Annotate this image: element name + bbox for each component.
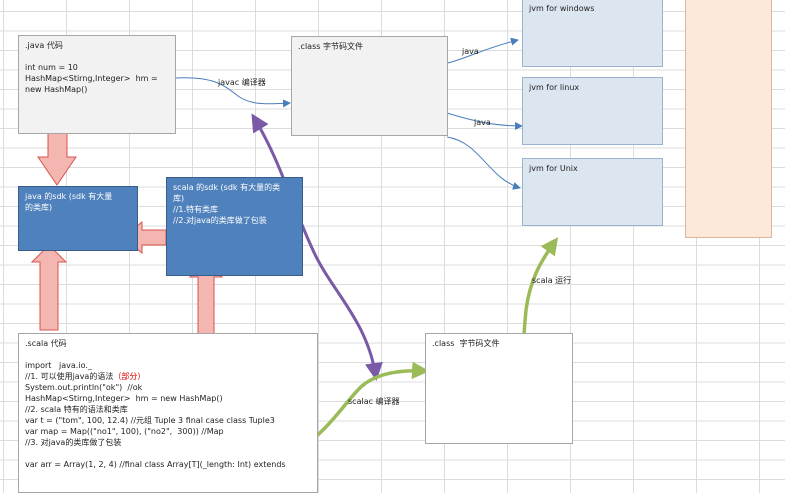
scalac-green-arrow [295,361,430,454]
scala-to-java-sdk-block-arrow [30,244,68,331]
jvm-windows-box: jvm for windows [522,0,663,67]
scala-sdk-text: //2.对java的类库做了包装 [173,216,267,225]
class-file-title: .class 字节码文件 [298,42,363,51]
javac-label: javac 编译器 [218,78,266,87]
java-sdk-box: java 的sdk (sdk 有大量 的类库) [18,186,138,251]
scala-sdk-text: scala 的sdk (sdk 有大量的类 [173,183,281,192]
scala-code-line: import java.io._ [25,361,92,370]
jvm-unix-box: jvm for Unix [522,158,663,226]
java-to-unix-connector [446,136,521,190]
javac-connector [174,77,291,108]
scala-code-line1-text: //1. 可以使用java的语法 [25,372,114,381]
scala-code-title: .scala 代码 [25,339,67,348]
scala-code-line1-highlight: （部分） [113,372,146,381]
class-file-bottom-title: .class 字节码文件 [432,339,500,348]
scala-code-line: HashMap<Stirng,Integer> hm = new HashMap… [25,394,223,403]
scala-sdk-box: scala 的sdk (sdk 有大量的类 库) //1.特有类库 //2.对j… [166,177,303,276]
scala-sdk-text: //1.特有类库 [173,205,219,214]
java-code-line: int num = 10 [25,63,78,72]
java-sdk-text: java 的sdk (sdk 有大量 [25,192,113,201]
jvm-windows-title: jvm for windows [529,4,595,13]
class-file-box-top: .class 字节码文件 [291,36,448,136]
class-file-box-bottom: .class 字节码文件 [425,333,573,444]
scala-code-line-clipped: var arr = Array(1, 2, 4) //final class A… [25,460,286,469]
java-code-line: new HashMap() [25,85,88,94]
scala-code-line: //3. 对java的类库做了包装 [25,438,122,447]
jvm-unix-title: jvm for Unix [529,164,578,173]
java-label-top: java [462,47,479,56]
scala-code-line: System.out.println("ok") //ok [25,383,143,392]
peach-block [685,0,772,238]
scala-code-line: var t = ("tom", 100, 12.4) //元组 Tuple 3 … [25,416,275,425]
scala-code-line: var map = Map(("no1", 100), ("no2", 300)… [25,427,224,436]
scala-sdk-text: 库) [173,194,185,203]
java-code-line: HashMap<Stirng,Integer> hm = [25,74,158,83]
java-code-title: .java 代码 [25,41,63,50]
java-code-box: .java 代码 int num = 10 HashMap<Stirng,Int… [18,35,176,134]
scala-code-line: //1. 可以使用java的语法（部分） [25,371,311,382]
jvm-linux-box: jvm for linux [522,77,663,145]
java-sdk-text: 的类库) [25,203,53,212]
java-label-mid: java [474,118,491,127]
scalac-label: scalac 编译器 [348,397,400,406]
scala-code-line: //2. scala 特有的语法和类库 [25,405,128,414]
scalac-purple-arrow [251,113,383,381]
jvm-linux-title: jvm for linux [529,83,580,92]
scala-code-box: .scala 代码 import java.io._ //1. 可以使用java… [18,333,318,493]
java-to-linux-connector [446,112,523,130]
scala-run-label: scala 运行 [532,276,572,285]
